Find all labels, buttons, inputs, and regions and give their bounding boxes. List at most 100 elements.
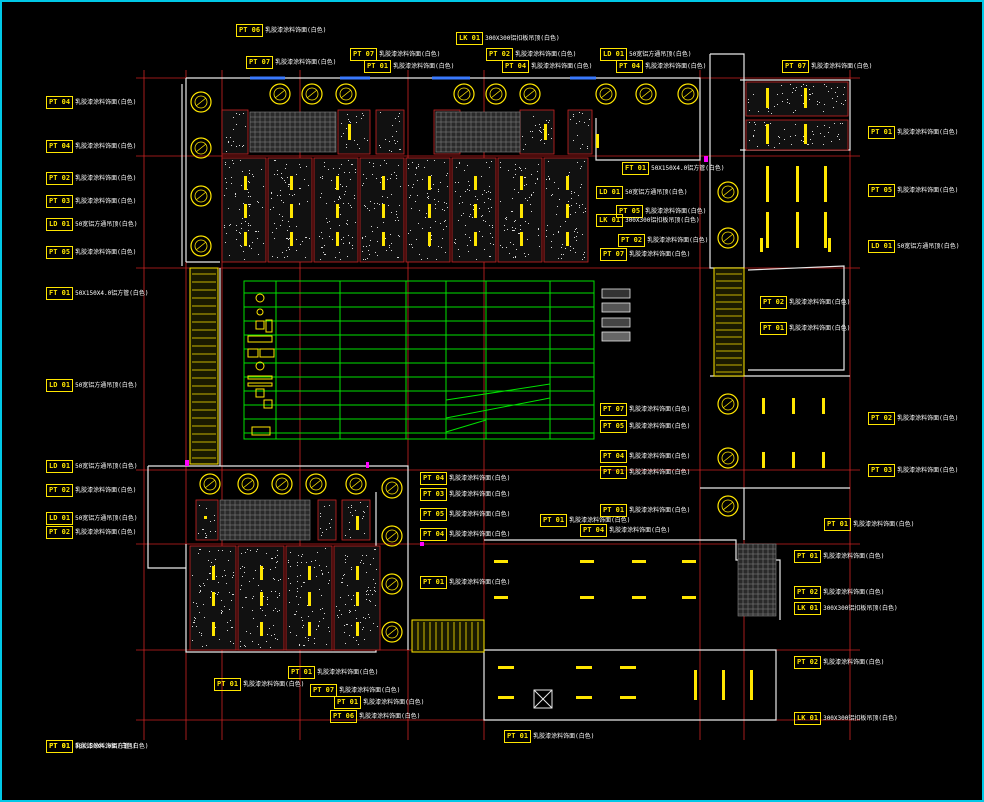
ceiling-panel <box>337 109 371 155</box>
panel-speckle <box>366 591 367 592</box>
panel-speckle <box>267 597 268 598</box>
panel-speckle <box>248 204 249 205</box>
panel-speckle <box>455 182 456 183</box>
panel-speckle <box>245 221 246 222</box>
downlight-inner <box>349 477 363 491</box>
linear-light <box>212 566 215 580</box>
panel-speckle <box>214 515 215 516</box>
panel-speckle <box>366 178 367 179</box>
panel-speckle <box>575 212 576 213</box>
panel-speckle <box>303 582 304 583</box>
panel-speckle <box>379 204 380 205</box>
panel-speckle <box>362 113 363 114</box>
linear-light <box>576 696 592 699</box>
linear-light <box>428 232 431 246</box>
panel-speckle <box>214 520 215 521</box>
panel-speckle <box>321 570 322 571</box>
panel-speckle <box>249 215 250 216</box>
panel-speckle <box>275 591 276 592</box>
panel-speckle <box>394 140 395 141</box>
panel-speckle <box>500 162 501 163</box>
panel-speckle <box>491 207 492 208</box>
callout-text: 乳胶漆涂料饰面(白色) <box>379 51 441 58</box>
panel-speckle <box>362 629 363 630</box>
panel-speckle <box>222 550 223 551</box>
panel-speckle <box>276 562 277 563</box>
panel-speckle <box>470 214 471 215</box>
panel-speckle <box>233 575 234 576</box>
callout-code: PT 01 <box>504 730 532 743</box>
panel-speckle <box>274 223 275 224</box>
panel-speckle <box>824 136 825 137</box>
panel-speckle <box>833 107 834 108</box>
panel-speckle <box>458 182 459 183</box>
panel-speckle <box>274 238 275 239</box>
panel-speckle <box>374 208 375 209</box>
panel-speckle <box>297 581 298 582</box>
downlight-inner <box>721 185 735 199</box>
linear-light <box>792 452 795 468</box>
panel-speckle <box>524 253 525 254</box>
panel-speckle <box>753 94 754 95</box>
panel-speckle <box>347 256 348 257</box>
panel-speckle <box>331 180 332 181</box>
panel-speckle <box>258 202 259 203</box>
panel-speckle <box>411 208 412 209</box>
panel-speckle <box>516 249 517 250</box>
panel-speckle <box>217 594 218 595</box>
panel-speckle <box>486 192 487 193</box>
callout-code: PT 05 <box>600 420 628 433</box>
panel-speckle <box>809 89 810 90</box>
panel-speckle <box>387 197 388 198</box>
panel-speckle <box>305 637 306 638</box>
panel-speckle <box>204 617 205 618</box>
panel-speckle <box>206 535 207 536</box>
panel-speckle <box>506 247 507 248</box>
panel-speckle <box>513 230 514 231</box>
panel-speckle <box>415 174 416 175</box>
downlight-inner <box>194 189 208 203</box>
panel-speckle <box>504 230 505 231</box>
panel-speckle <box>349 635 350 636</box>
panel-speckle <box>396 131 397 132</box>
panel-speckle <box>588 125 589 126</box>
panel-speckle <box>398 257 399 258</box>
ceiling-panel <box>317 499 337 541</box>
panel-speckle <box>344 632 345 633</box>
panel-speckle <box>267 604 268 605</box>
panel-speckle <box>277 561 278 562</box>
panel-speckle <box>505 218 506 219</box>
panel-speckle <box>347 220 348 221</box>
panel-speckle <box>507 229 508 230</box>
downlight-inner <box>721 499 735 513</box>
panel-speckle <box>241 223 242 224</box>
linear-light <box>620 696 636 699</box>
panel-speckle <box>246 597 247 598</box>
panel-speckle <box>233 163 234 164</box>
panel-speckle <box>266 553 267 554</box>
panel-speckle <box>354 195 355 196</box>
panel-speckle <box>328 627 329 628</box>
panel-speckle <box>753 136 754 137</box>
panel-speckle <box>380 112 381 113</box>
panel-speckle <box>329 221 330 222</box>
panel-speckle <box>784 139 785 140</box>
panel-speckle <box>434 160 435 161</box>
panel-speckle <box>299 164 300 165</box>
panel-speckle <box>307 201 308 202</box>
callout-text: 乳胶漆涂料饰面(白色) <box>897 129 959 136</box>
linear-light <box>766 212 769 248</box>
panel-speckle <box>819 102 820 103</box>
panel-speckle <box>525 256 526 257</box>
panel-speckle <box>508 170 509 171</box>
